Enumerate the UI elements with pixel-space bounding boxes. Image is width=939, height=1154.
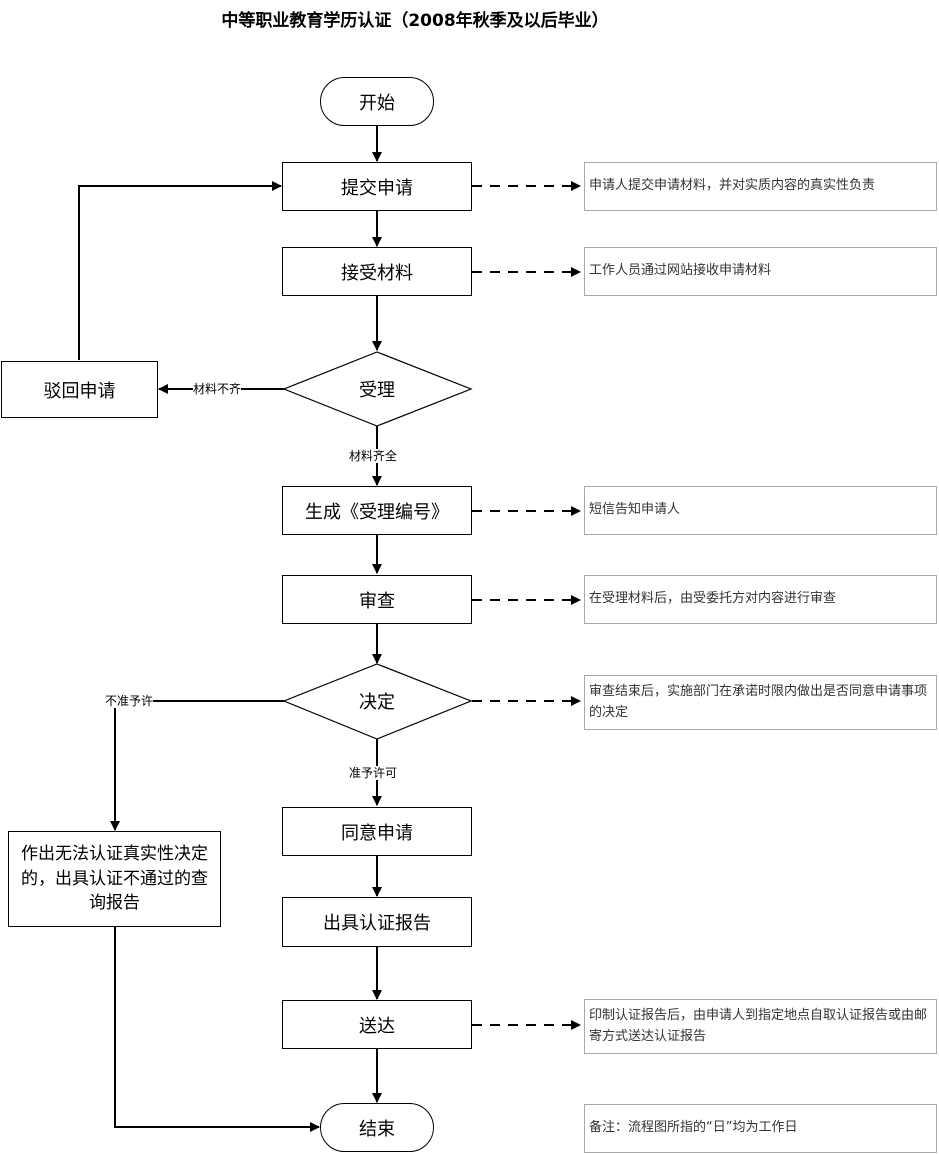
- decide-diamond: [282, 663, 473, 740]
- review-step: 审查: [282, 575, 472, 624]
- issue-report-step: 出具认证报告: [282, 897, 472, 947]
- start-terminal: 开始: [320, 77, 434, 126]
- edge-label-complete: 材料齐全: [349, 449, 398, 463]
- note-remark: 备注：流程图所指的“日”均为工作日: [584, 1104, 937, 1153]
- receive-materials-step: 接受材料: [282, 247, 472, 296]
- agree-application-step: 同意申请: [282, 807, 472, 856]
- note-deliver: 印制认证报告后，由申请人到指定地点自取认证报告或由邮寄方式送达认证报告: [584, 999, 937, 1054]
- note-receive: 工作人员通过网站接收申请材料: [584, 247, 937, 296]
- generate-number-step: 生成《受理编号》: [282, 486, 472, 535]
- end-terminal: 结束: [320, 1103, 434, 1152]
- edge-label-incomplete: 材料不齐: [193, 382, 242, 396]
- accept-diamond: [282, 351, 473, 427]
- edge-label-permit: 准予许可: [349, 766, 398, 780]
- note-generate: 短信告知申请人: [584, 486, 937, 535]
- accept-decision-label: 受理: [359, 380, 395, 401]
- note-review: 在受理材料后，由受委托方对内容进行审查: [584, 575, 937, 624]
- note-submit: 申请人提交申请材料，并对实质内容的真实性负责: [584, 162, 937, 211]
- arrow-fail-end: [114, 927, 320, 1132]
- deliver-step: 送达: [282, 1000, 472, 1049]
- fail-report-step: 作出无法认证真实性决定的，出具认证不通过的查询报告: [8, 831, 221, 927]
- submit-application-step: 提交申请: [282, 162, 472, 211]
- edge-label-deny: 不准予许: [105, 694, 154, 708]
- page-title: 中等职业教育学历认证（2008年秋季及以后毕业）: [221, 11, 609, 31]
- reject-application-step: 驳回申请: [1, 361, 158, 418]
- arrow-reject-submit: [78, 181, 282, 360]
- arrow-decide-fail: [110, 700, 284, 831]
- note-decide: 审查结束后，实施部门在承诺时限内做出是否同意申请事项的决定: [584, 675, 937, 730]
- decide-decision-label: 决定: [359, 692, 395, 713]
